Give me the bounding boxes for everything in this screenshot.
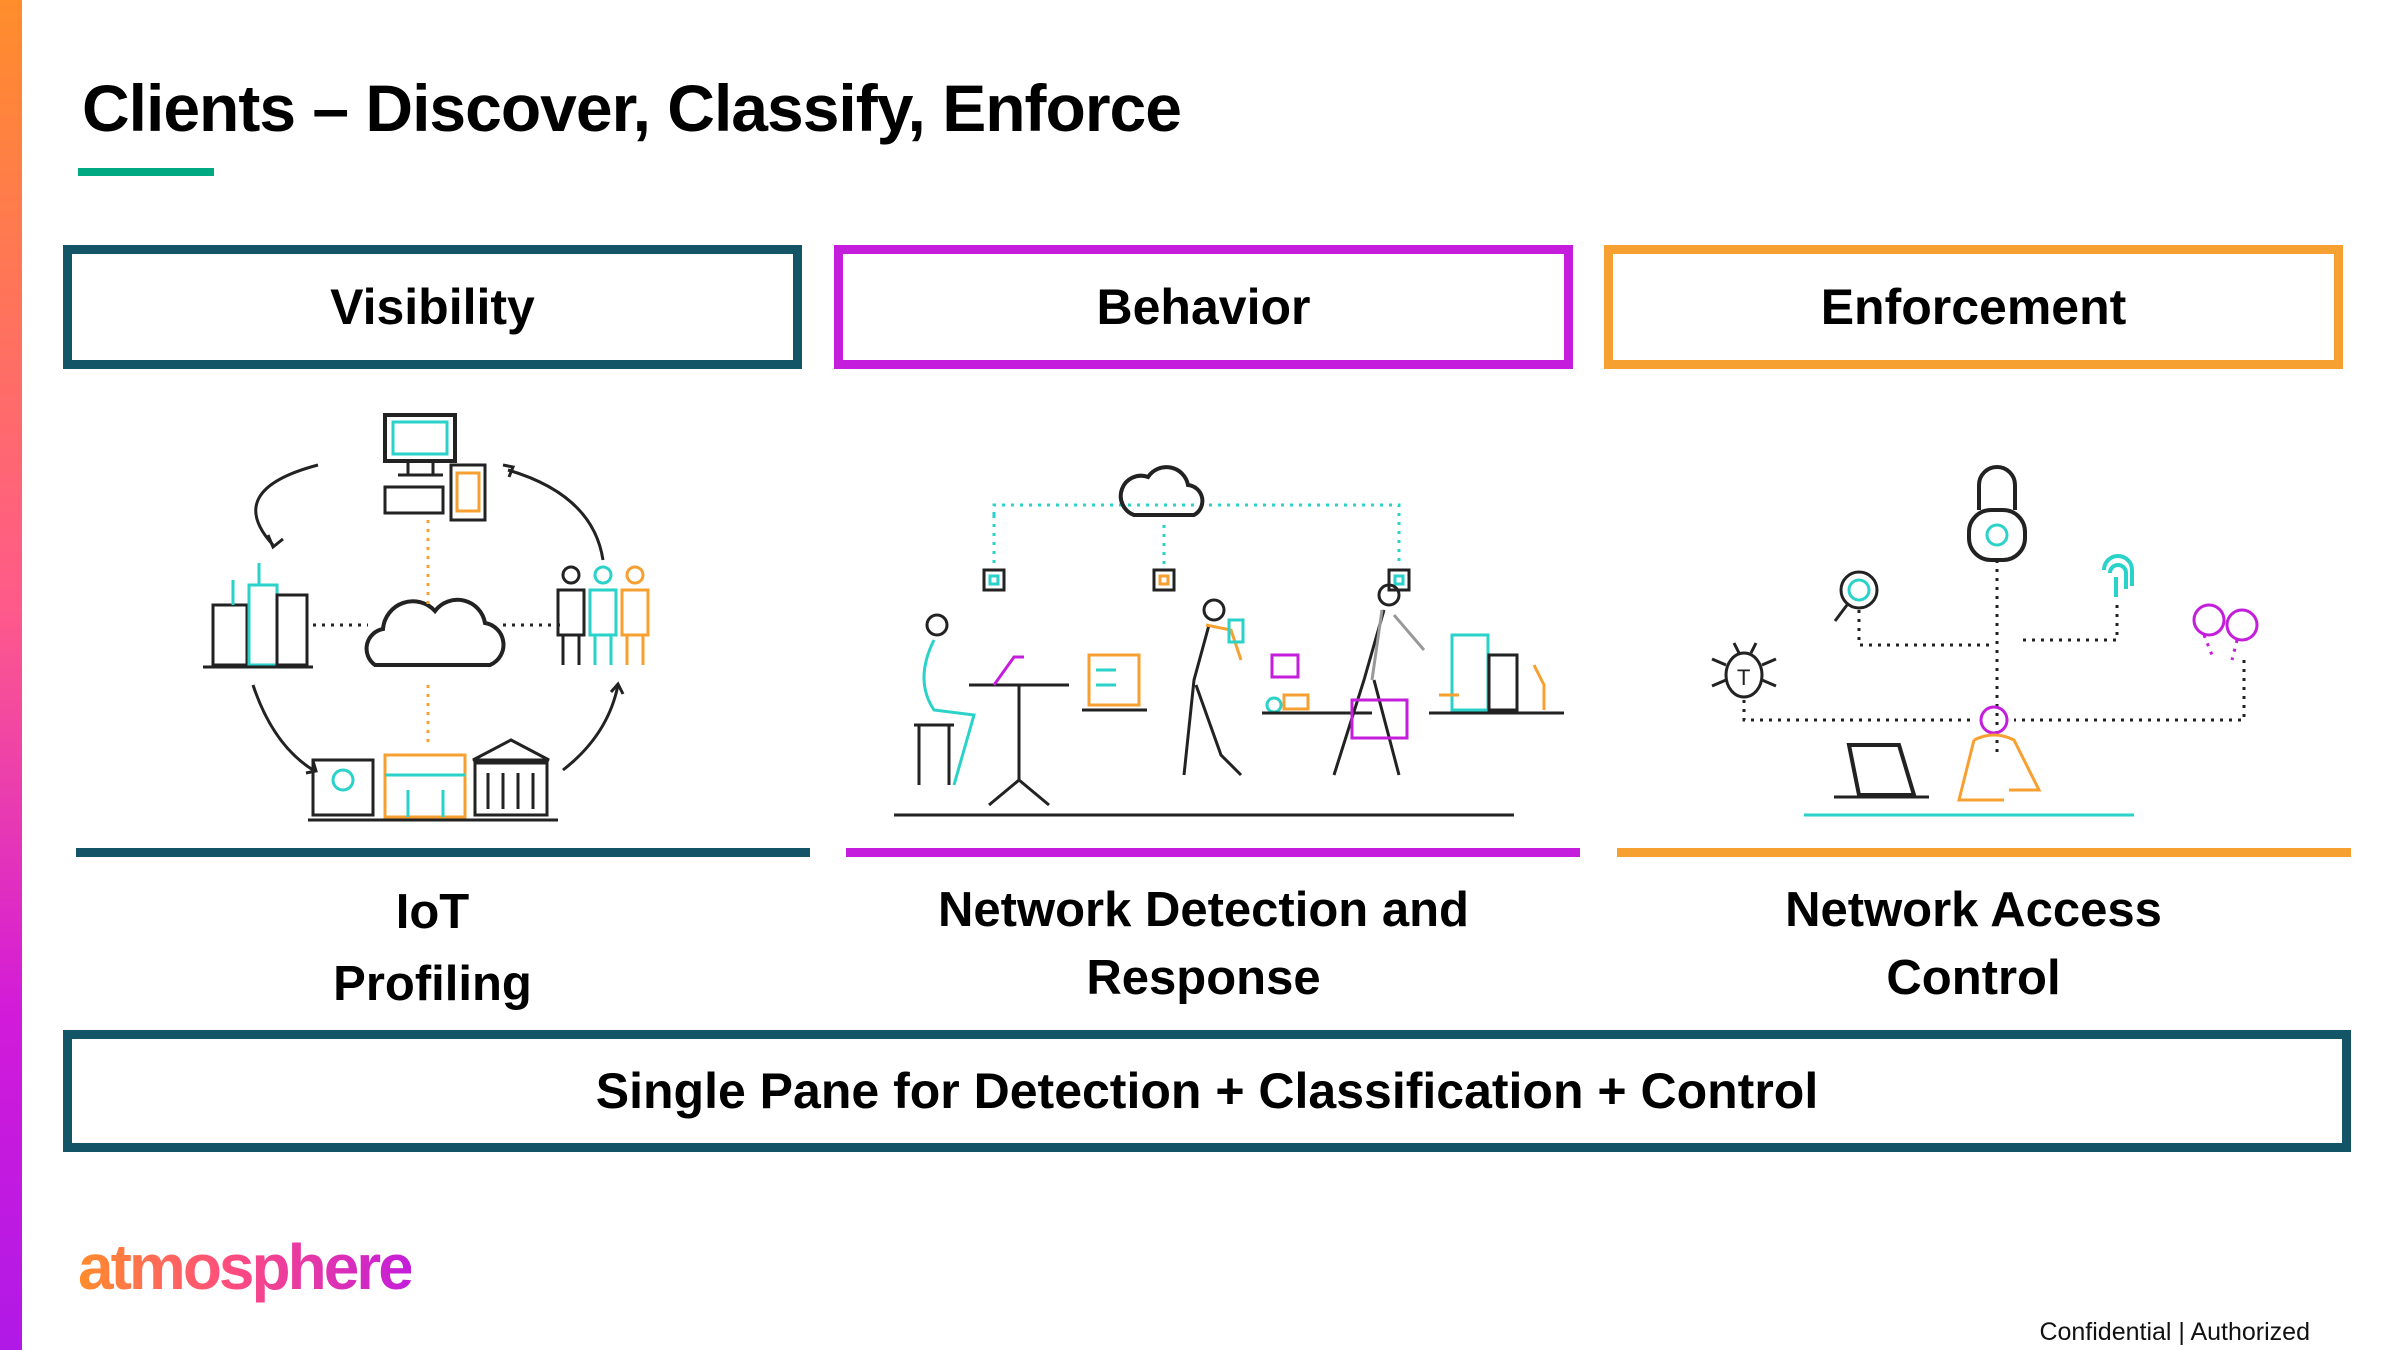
nac-line-1: Network Access: [1785, 883, 2162, 937]
iot-devices-cloud-cycle-icon: [63, 395, 802, 845]
svg-text:T: T: [1737, 665, 1750, 690]
slide-title: Clients – Discover, Classify, Enforce: [82, 71, 1182, 145]
nac-label: Network Access Control: [1604, 876, 2343, 1012]
iot-profiling-line-1: IoT: [395, 885, 470, 939]
single-pane-text: Single Pane for Detection + Classificati…: [595, 1063, 1819, 1119]
people-network-activity-icon: [834, 395, 1573, 845]
iot-profiling-line-2: Profiling: [333, 957, 532, 1011]
behavior-heading-box: Behavior: [834, 245, 1573, 369]
behavior-heading: Behavior: [1096, 279, 1311, 335]
left-accent-bar: [0, 0, 22, 1350]
nac-line-2: Control: [1886, 951, 2061, 1005]
enforcement-heading: Enforcement: [1820, 279, 2127, 335]
atmosphere-logo: atmosphere: [78, 1231, 414, 1303]
ndr-line-1: Network Detection and: [938, 883, 1469, 937]
behavior-divider: [846, 848, 1580, 857]
enforcement-heading-box: Enforcement: [1604, 245, 2343, 369]
title-underline: [78, 168, 214, 176]
ndr-label: Network Detection and Response: [834, 876, 1573, 1012]
access-control-lock-icon: T: [1604, 395, 2343, 845]
visibility-heading: Visibility: [330, 279, 535, 335]
iot-profiling-label: IoT Profiling: [63, 876, 802, 1020]
confidentiality-footer: Confidential | Authorized: [2039, 1318, 2310, 1346]
visibility-divider: [76, 848, 810, 857]
enforcement-divider: [1617, 848, 2351, 857]
visibility-heading-box: Visibility: [63, 245, 802, 369]
single-pane-banner: Single Pane for Detection + Classificati…: [63, 1030, 2351, 1152]
ndr-line-2: Response: [1086, 951, 1321, 1005]
